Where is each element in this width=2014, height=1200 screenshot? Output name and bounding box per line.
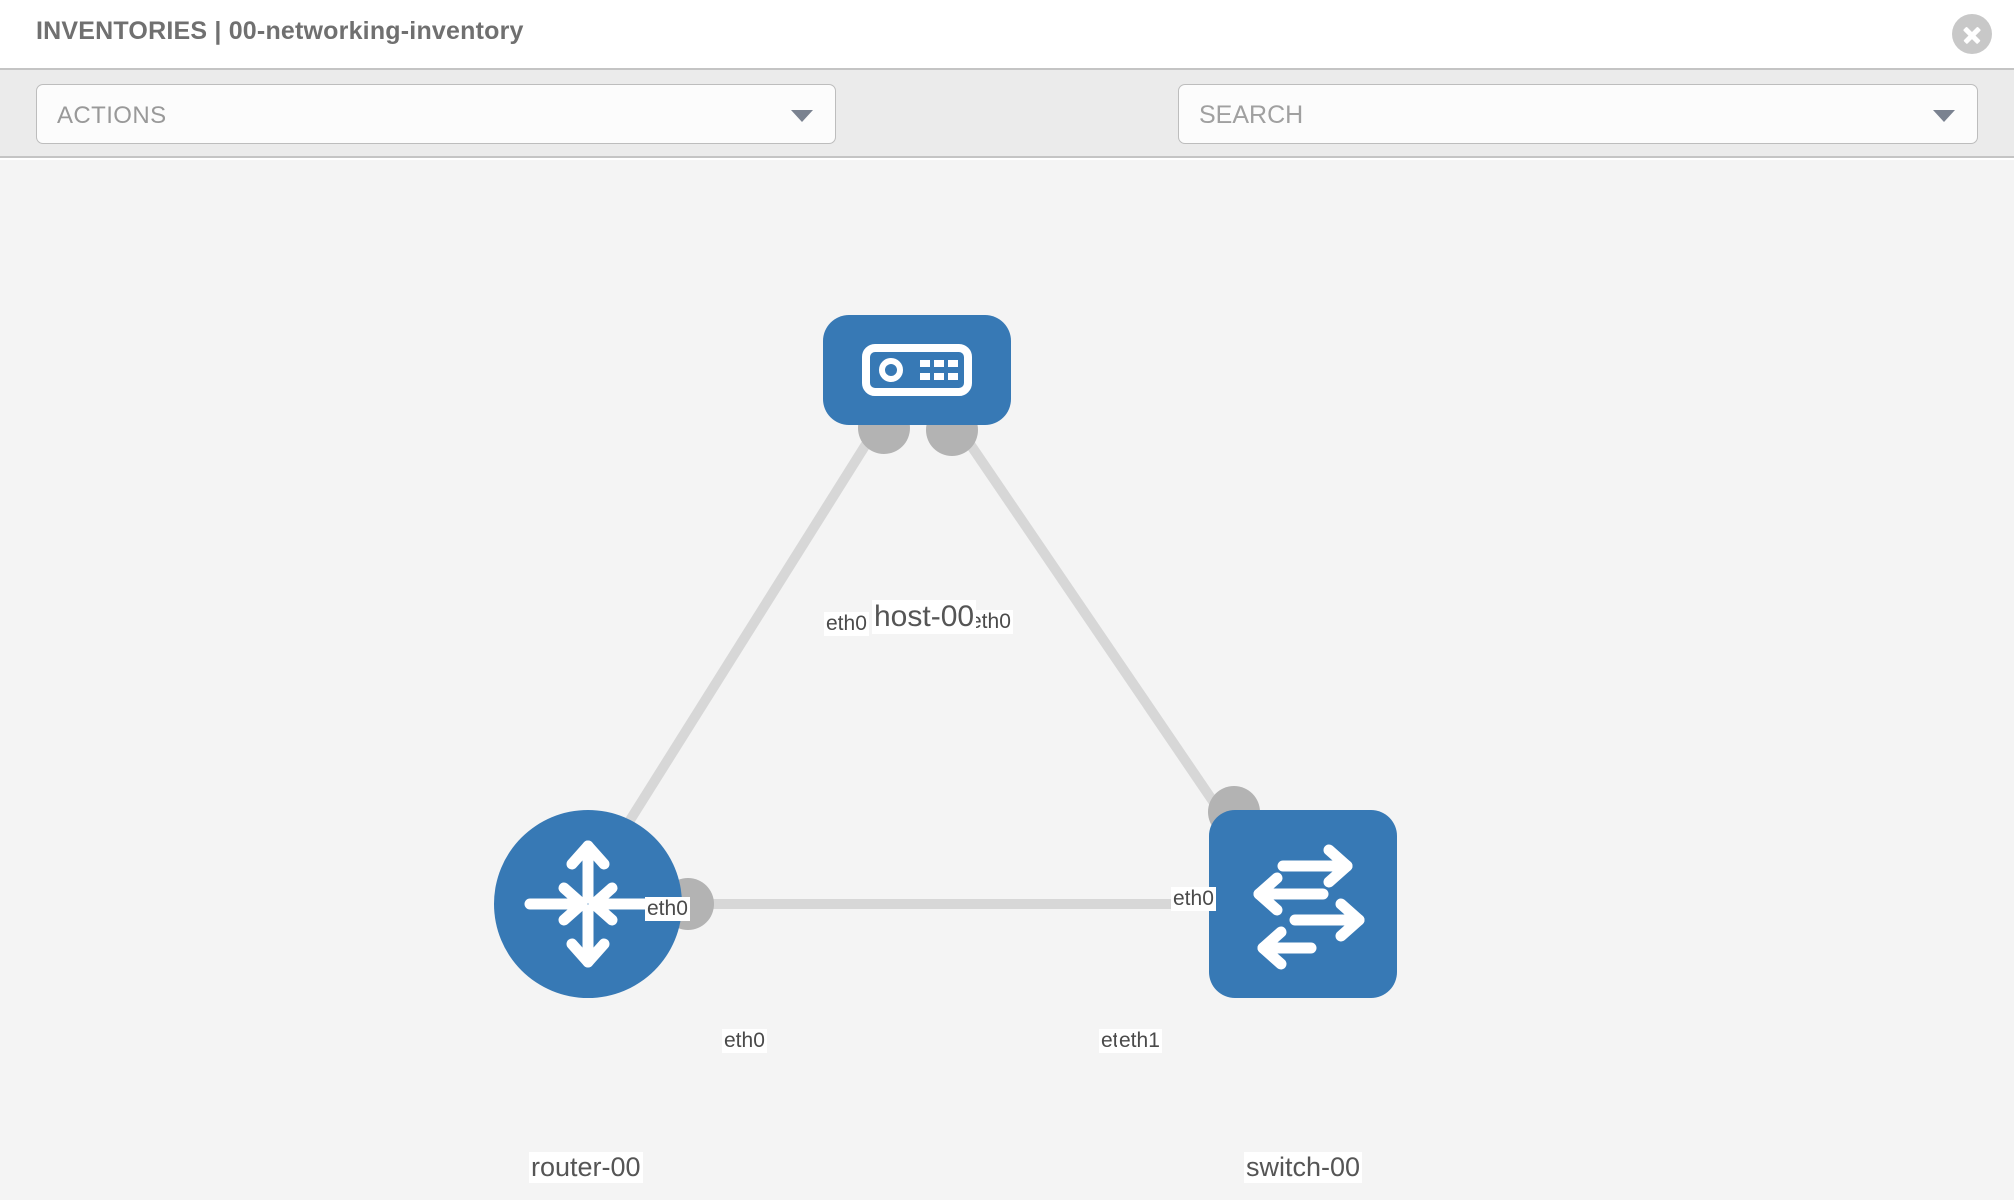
topology-node-host-00[interactable]	[823, 315, 1011, 425]
page-title: INVENTORIES | 00-networking-inventory	[36, 17, 524, 45]
chevron-down-icon[interactable]	[1933, 110, 1955, 122]
topology-node-switch-00[interactable]	[1209, 810, 1397, 998]
topology-canvas[interactable]: eth0 eth0 eth0 eth0 eth0 eth0 eth1 host-…	[0, 160, 2014, 1200]
link-host-router	[600, 419, 885, 863]
close-icon[interactable]	[1952, 14, 1992, 54]
iface-label-switch-eth1: eth1	[1117, 1029, 1162, 1053]
node-label-switch-00: switch-00	[1244, 1152, 1363, 1183]
node-label-router-00: router-00	[529, 1152, 643, 1183]
link-host-switch	[950, 419, 1258, 863]
node-label-host-00: host-00	[872, 600, 977, 634]
router-arrows-icon	[524, 840, 652, 968]
page-header: INVENTORIES | 00-networking-inventory	[0, 0, 2014, 68]
toolbar: ACTIONS SEARCH	[0, 68, 2014, 203]
iface-label-host-router: eth0	[645, 897, 690, 921]
iface-label-router-eth0: eth0	[722, 1029, 767, 1053]
iface-label-host-switch: eth0	[1171, 887, 1216, 911]
server-icon	[862, 344, 972, 396]
iface-label-host-left: eth0	[824, 612, 869, 636]
actions-dropdown-label: ACTIONS	[57, 102, 167, 129]
search-placeholder: SEARCH	[1199, 101, 1304, 129]
actions-dropdown[interactable]: ACTIONS	[36, 84, 836, 144]
search-input[interactable]: SEARCH	[1178, 84, 1978, 144]
chevron-down-icon	[791, 110, 813, 122]
switch-arrows-icon	[1253, 844, 1365, 970]
